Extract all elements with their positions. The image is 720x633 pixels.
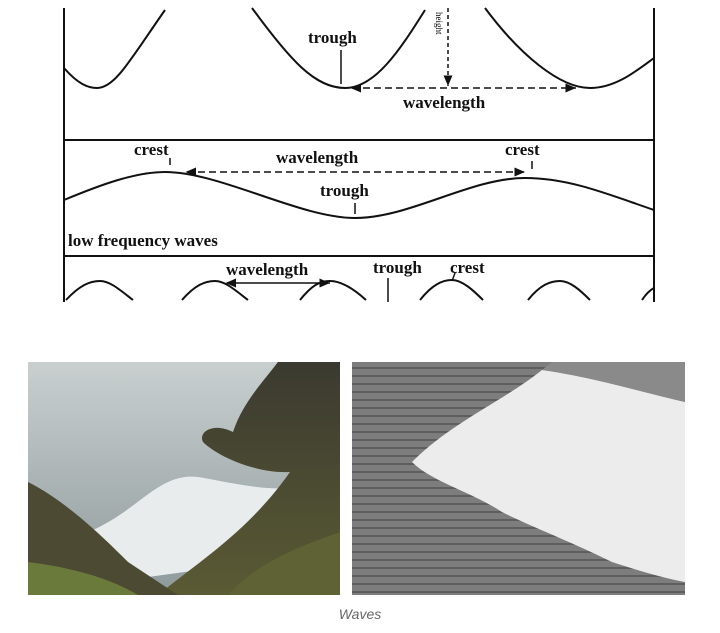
crest-marker bbox=[451, 272, 456, 282]
wavelength-label: wavelength bbox=[226, 260, 309, 279]
short-wave-arch bbox=[65, 279, 134, 301]
crest-label: crest bbox=[450, 258, 485, 277]
wavelength-label: wavelength bbox=[276, 148, 359, 167]
coastal-cliff-waves-photo bbox=[28, 362, 340, 595]
short-wave-arch bbox=[527, 279, 591, 301]
short-wave-arch bbox=[299, 279, 367, 301]
height-label: height bbox=[434, 12, 444, 35]
breaking-wave-photo bbox=[352, 362, 685, 595]
low-wave-curve bbox=[63, 170, 655, 220]
short-wave-arch bbox=[641, 287, 655, 301]
high-wave-curve bbox=[251, 7, 426, 90]
trough-label: trough bbox=[373, 258, 422, 277]
crest-label: crest bbox=[505, 140, 540, 159]
wavelength-label: wavelength bbox=[403, 93, 486, 112]
trough-label: trough bbox=[320, 181, 369, 200]
high-wave-curve bbox=[484, 7, 655, 90]
trough-label: trough bbox=[308, 28, 357, 47]
short-wave-arch bbox=[181, 279, 249, 301]
wave-diagram: trough height wavelength crest wavelengt… bbox=[63, 7, 655, 302]
crest-label: crest bbox=[134, 140, 169, 159]
high-wave-curve bbox=[63, 9, 166, 90]
short-wave-arch bbox=[419, 278, 484, 301]
figure-caption: Waves bbox=[338, 606, 382, 622]
low-frequency-waves-label: low frequency waves bbox=[68, 231, 218, 250]
